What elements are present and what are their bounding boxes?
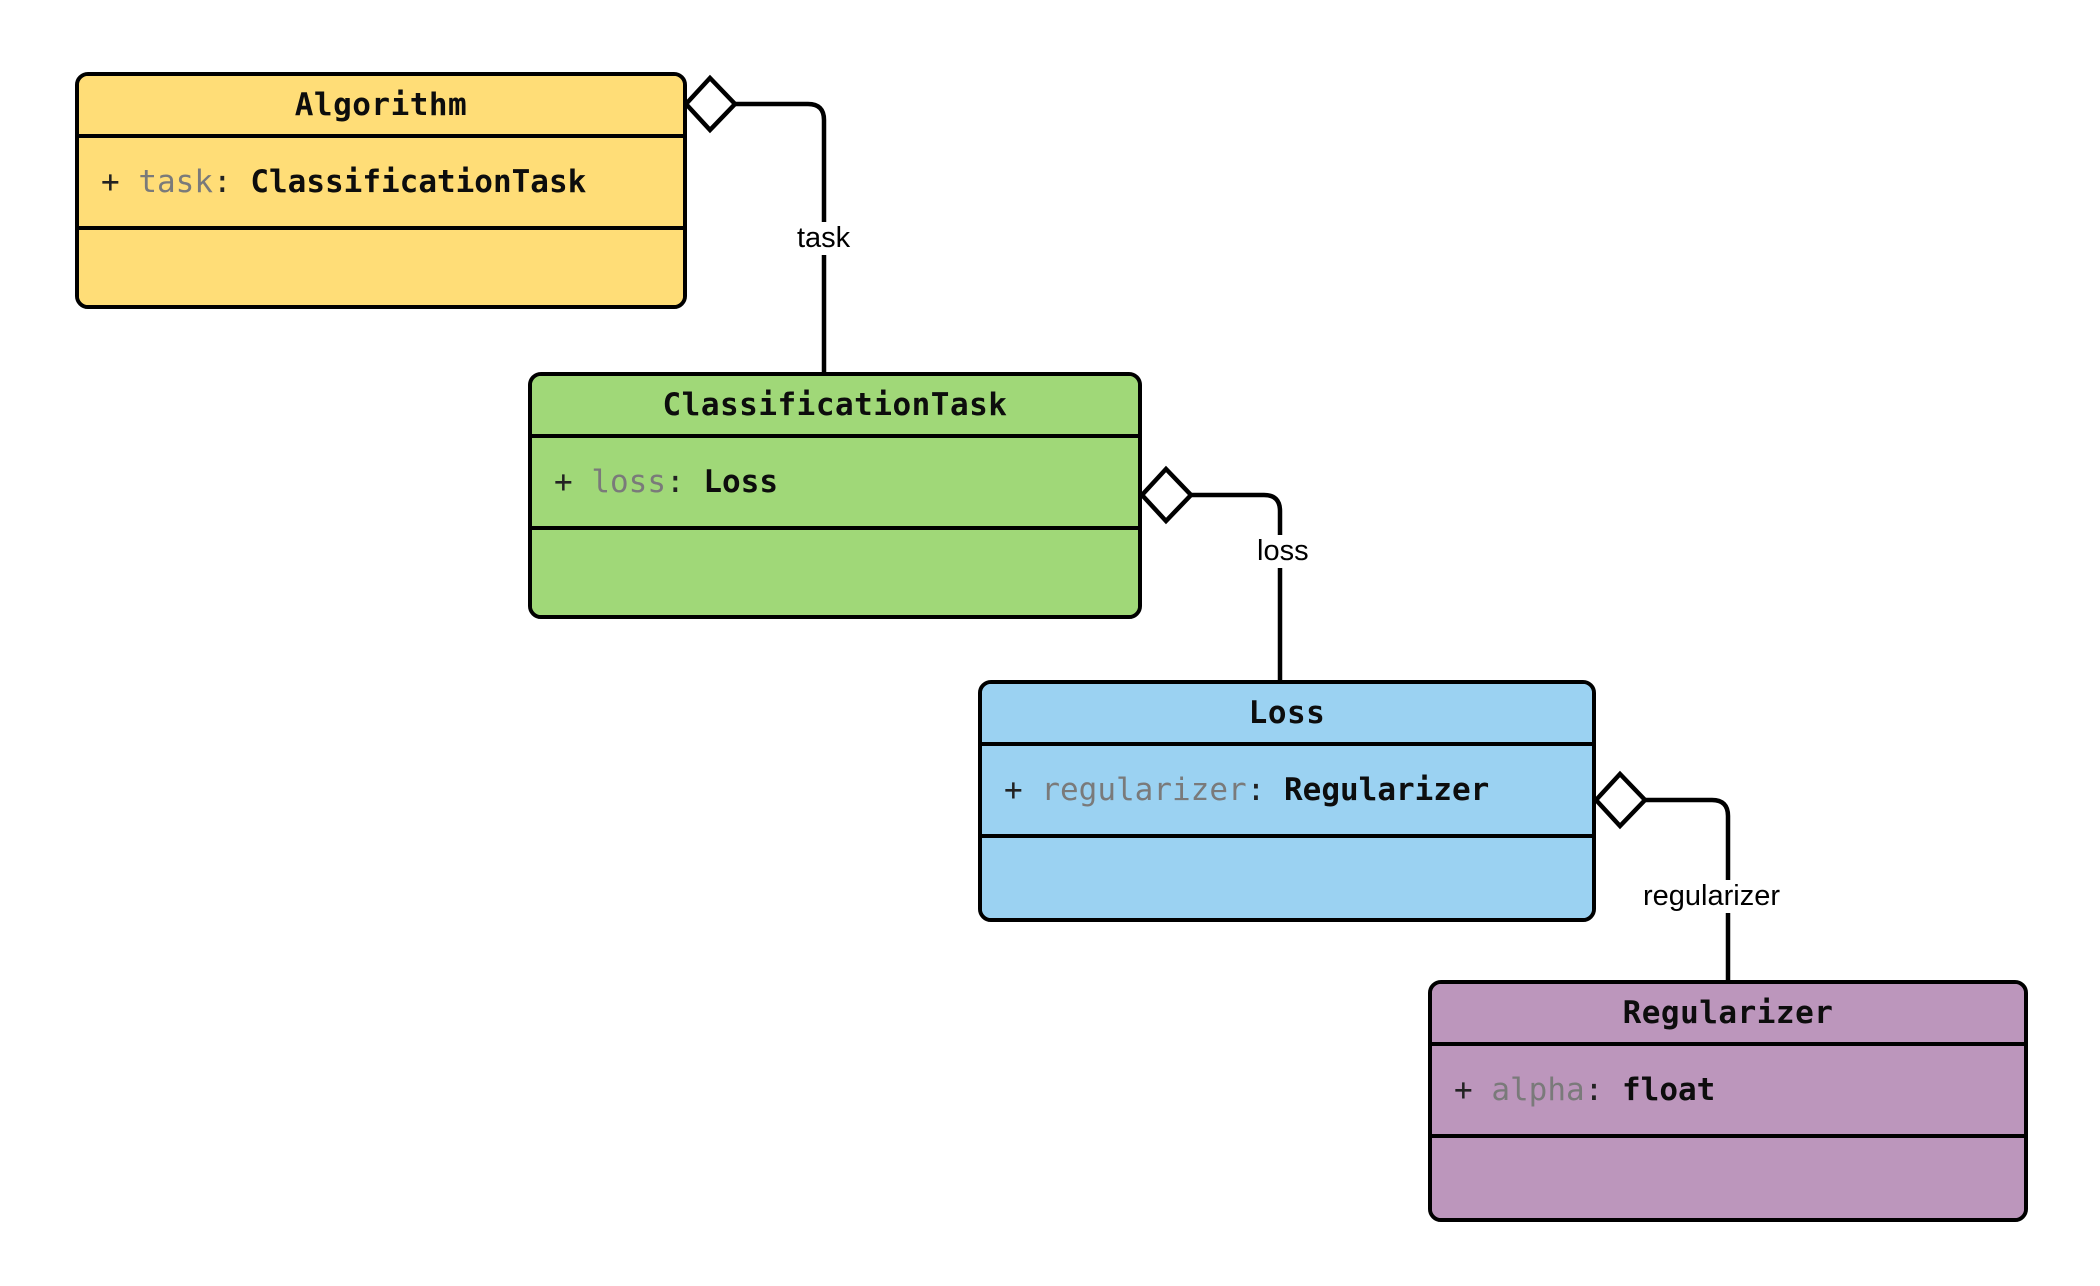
class-methods-algorithm [79, 230, 683, 305]
attribute-type: Regularizer [1284, 771, 1490, 808]
class-attributes-loss: + regularizer: Regularizer [982, 746, 1592, 838]
attribute-type: Loss [703, 463, 778, 500]
attribute-type: float [1622, 1071, 1716, 1108]
attribute-row: + regularizer: Regularizer [1004, 771, 1592, 810]
class-attributes-algorithm: + task: ClassificationTask [79, 138, 683, 230]
attribute-row: + task: ClassificationTask [101, 163, 683, 202]
attribute-visibility: + [1454, 1071, 1473, 1108]
attribute-visibility: + [101, 163, 120, 200]
aggregation-diamond-regularizer [1592, 770, 1649, 830]
attribute-separator: : [666, 463, 685, 500]
class-title-regularizer: Regularizer [1432, 984, 2024, 1046]
edge-label-regularizer: regularizer [1639, 880, 1784, 913]
edge-label-loss: loss [1253, 535, 1313, 568]
attribute-visibility: + [1004, 771, 1023, 808]
class-title-algorithm: Algorithm [79, 76, 683, 138]
attribute-visibility: + [554, 463, 573, 500]
class-title-loss: Loss [982, 684, 1592, 746]
class-attributes-classificationtask: + loss: Loss [532, 438, 1138, 530]
attribute-name: regularizer [1041, 771, 1247, 808]
class-box-algorithm[interactable]: Algorithm + task: ClassificationTask [75, 72, 687, 309]
attribute-type: ClassificationTask [250, 163, 587, 200]
class-title-classificationtask: ClassificationTask [532, 376, 1138, 438]
edge-classificationtask-to-loss [1138, 465, 1283, 680]
class-methods-loss [982, 838, 1592, 918]
class-methods-classificationtask [532, 530, 1138, 615]
attribute-name: loss [591, 463, 666, 500]
class-box-loss[interactable]: Loss + regularizer: Regularizer [978, 680, 1596, 922]
attribute-separator: : [1246, 771, 1266, 808]
attribute-row: + loss: Loss [554, 463, 1138, 502]
attribute-name: task [138, 163, 213, 200]
attribute-separator: : [213, 163, 232, 200]
attribute-row: + alpha: float [1454, 1071, 2024, 1110]
class-attributes-regularizer: + alpha: float [1432, 1046, 2024, 1138]
edge-label-task: task [793, 222, 855, 255]
attribute-separator: : [1584, 1071, 1604, 1108]
attribute-name: alpha [1491, 1071, 1585, 1108]
edge-loss-to-regularizer [1592, 770, 1731, 980]
class-box-classificationtask[interactable]: ClassificationTask + loss: Loss [528, 372, 1142, 619]
class-methods-regularizer [1432, 1138, 2024, 1218]
aggregation-diamond-task [682, 74, 739, 134]
class-box-regularizer[interactable]: Regularizer + alpha: float [1428, 980, 2028, 1222]
edge-line-loss [1191, 492, 1283, 680]
aggregation-diamond-loss [1138, 465, 1195, 525]
